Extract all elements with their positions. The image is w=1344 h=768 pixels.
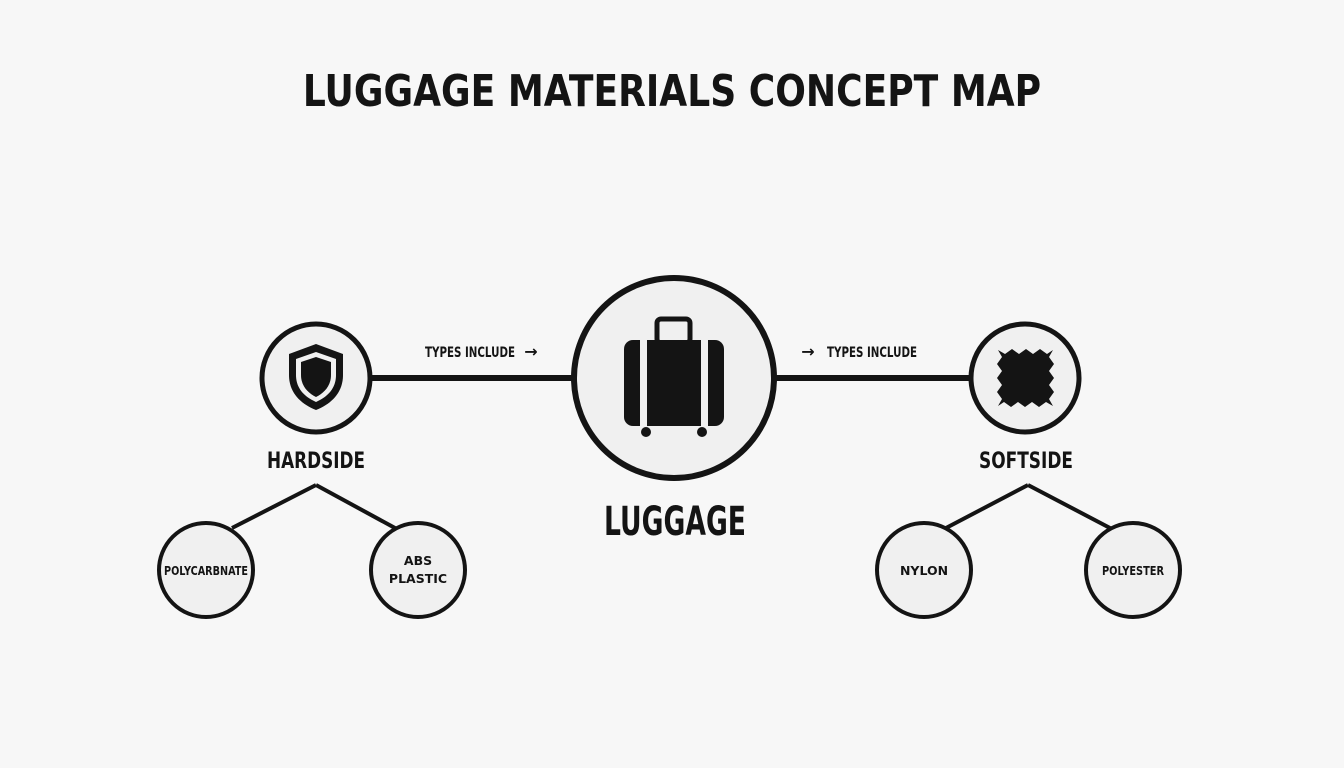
material-node-polycarbnate: POLYCARBNATE bbox=[157, 521, 255, 619]
page-title: LUGGAGE MATERIALS CONCEPT MAP bbox=[302, 66, 1042, 117]
material-label: POLYCARBNATE bbox=[164, 563, 248, 578]
material-label: POLYESTER bbox=[1102, 563, 1164, 578]
material-node-nylon: NYLON bbox=[875, 521, 973, 619]
connector-label-left: TYPES INCLUDE bbox=[425, 345, 515, 361]
arrow-right-icon: → bbox=[524, 342, 537, 361]
fabric-swatch-icon bbox=[997, 349, 1054, 407]
category-node-softside bbox=[968, 321, 1082, 435]
branch-hardside-abs bbox=[315, 483, 396, 530]
center-node-luggage bbox=[571, 275, 777, 481]
material-node-abs-plastic: ABS PLASTIC bbox=[369, 521, 467, 619]
branch-softside-nylon bbox=[945, 483, 1029, 530]
connector-label-right: TYPES INCLUDE bbox=[827, 345, 917, 361]
category-node-hardside bbox=[259, 321, 373, 435]
category-label-hardside: HARDSIDE bbox=[267, 449, 365, 474]
center-label-luggage: LUGGAGE bbox=[604, 499, 746, 545]
material-label: ABS bbox=[404, 553, 432, 568]
category-label-softside: SOFTSIDE bbox=[979, 449, 1073, 474]
arrow-right-icon: → bbox=[801, 342, 814, 361]
shield-icon bbox=[289, 344, 343, 410]
material-label: PLASTIC bbox=[389, 571, 447, 586]
material-label: NYLON bbox=[900, 563, 948, 578]
material-node-polyester: POLYESTER bbox=[1084, 521, 1182, 619]
branch-hardside-polycarbonate bbox=[231, 483, 317, 530]
suitcase-icon bbox=[624, 316, 724, 437]
branch-softside-polyester bbox=[1027, 483, 1111, 530]
